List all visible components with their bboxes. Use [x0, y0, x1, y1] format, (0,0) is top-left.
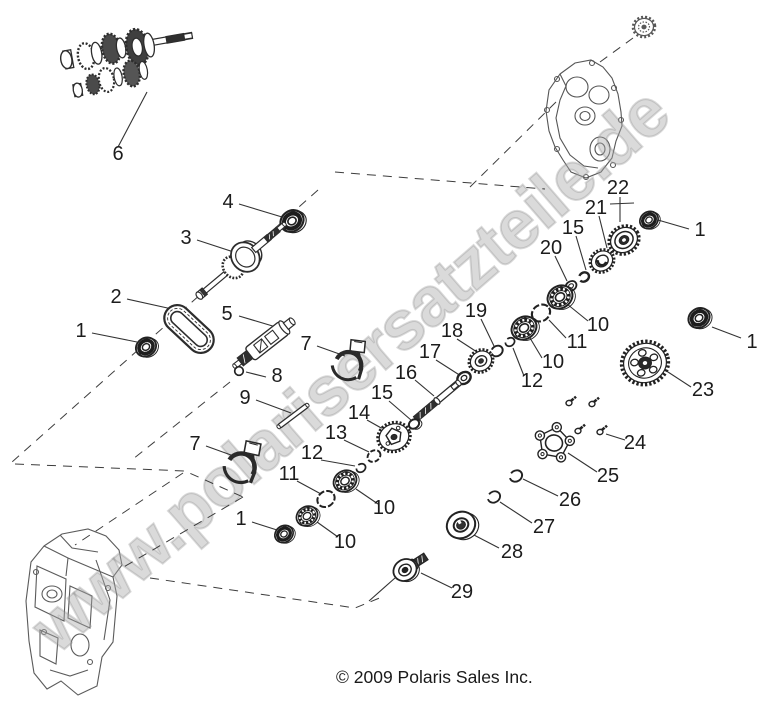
callout-6-0: 6 — [112, 143, 124, 165]
callout-8-7: 8 — [271, 365, 283, 387]
callout-1-28: 1 — [746, 331, 758, 353]
part-hub-plate-25 — [534, 421, 576, 463]
callout-1-4: 1 — [75, 320, 87, 342]
leader-lines — [91, 91, 742, 602]
callout-26-32: 26 — [558, 489, 582, 511]
callout-22-10: 22 — [606, 177, 630, 199]
part-gear-21 — [588, 248, 616, 274]
callout-10-36: 10 — [372, 497, 396, 519]
callout-20-13: 20 — [539, 237, 563, 259]
callout-12-18: 12 — [520, 370, 544, 392]
part-bearing-28 — [445, 510, 480, 541]
housing-cover — [543, 59, 625, 181]
callout-15-12: 15 — [561, 217, 585, 239]
callout-19-19: 19 — [464, 300, 488, 322]
callout-16-22: 16 — [394, 362, 418, 384]
callout-5-5: 5 — [221, 303, 233, 325]
part-collar-15-right — [577, 271, 591, 283]
part-ring-12-right — [504, 336, 516, 348]
part-shift-drum-5 — [232, 317, 296, 369]
callout-11-16: 11 — [566, 331, 588, 353]
callout-4-1: 4 — [222, 191, 234, 213]
callout-21-11: 21 — [584, 197, 608, 219]
part-chain-2 — [163, 303, 215, 355]
part-shaft-16 — [412, 379, 462, 423]
part-shaft-3 — [195, 221, 287, 300]
callout-24-30: 24 — [623, 432, 647, 454]
part-gear-14 — [376, 420, 412, 454]
callout-27-33: 27 — [532, 516, 556, 538]
callout-18-20: 18 — [440, 320, 464, 342]
part-gear-23 — [619, 339, 671, 387]
part-ring-27 — [486, 490, 502, 504]
part-oring-8 — [233, 365, 245, 377]
callout-1-14: 1 — [694, 219, 706, 241]
part-ring-12-left — [355, 462, 367, 474]
callout-14-24: 14 — [347, 402, 371, 424]
callout-10-17: 10 — [541, 351, 565, 373]
callout-9-8: 9 — [239, 387, 251, 409]
callout-7-6: 7 — [300, 333, 312, 355]
callout-10-15: 10 — [586, 314, 610, 336]
callout-17-21: 17 — [418, 341, 442, 363]
part-bushing-15-left — [407, 418, 423, 430]
part-gear-cluster-6 — [59, 27, 194, 98]
callout-12-26: 12 — [300, 442, 324, 464]
part-ring-13 — [366, 449, 382, 463]
top-sprocket — [631, 15, 657, 39]
part-gear-22 — [607, 224, 641, 256]
callout-15-23: 15 — [370, 382, 394, 404]
callout-23-29: 23 — [691, 379, 715, 401]
part-gear-18 — [467, 348, 495, 374]
callout-3-2: 3 — [180, 227, 192, 249]
callout-10-37: 10 — [333, 531, 357, 553]
callout-7-9: 7 — [189, 433, 201, 455]
callout-1-38: 1 — [235, 508, 247, 530]
callout-13-25: 13 — [324, 422, 348, 444]
callout-2-3: 2 — [110, 286, 122, 308]
callout-11-27: 11 — [278, 463, 300, 485]
part-ring-26 — [508, 469, 524, 483]
part-bolt-29 — [392, 552, 429, 583]
part-shift-rod-9 — [276, 402, 310, 430]
callout-28-34: 28 — [500, 541, 524, 563]
callout-25-31: 25 — [596, 465, 620, 487]
callout-29-35: 29 — [450, 581, 474, 603]
engine-case — [25, 528, 123, 696]
copyright-text: © 2009 Polaris Sales Inc. — [336, 667, 533, 687]
